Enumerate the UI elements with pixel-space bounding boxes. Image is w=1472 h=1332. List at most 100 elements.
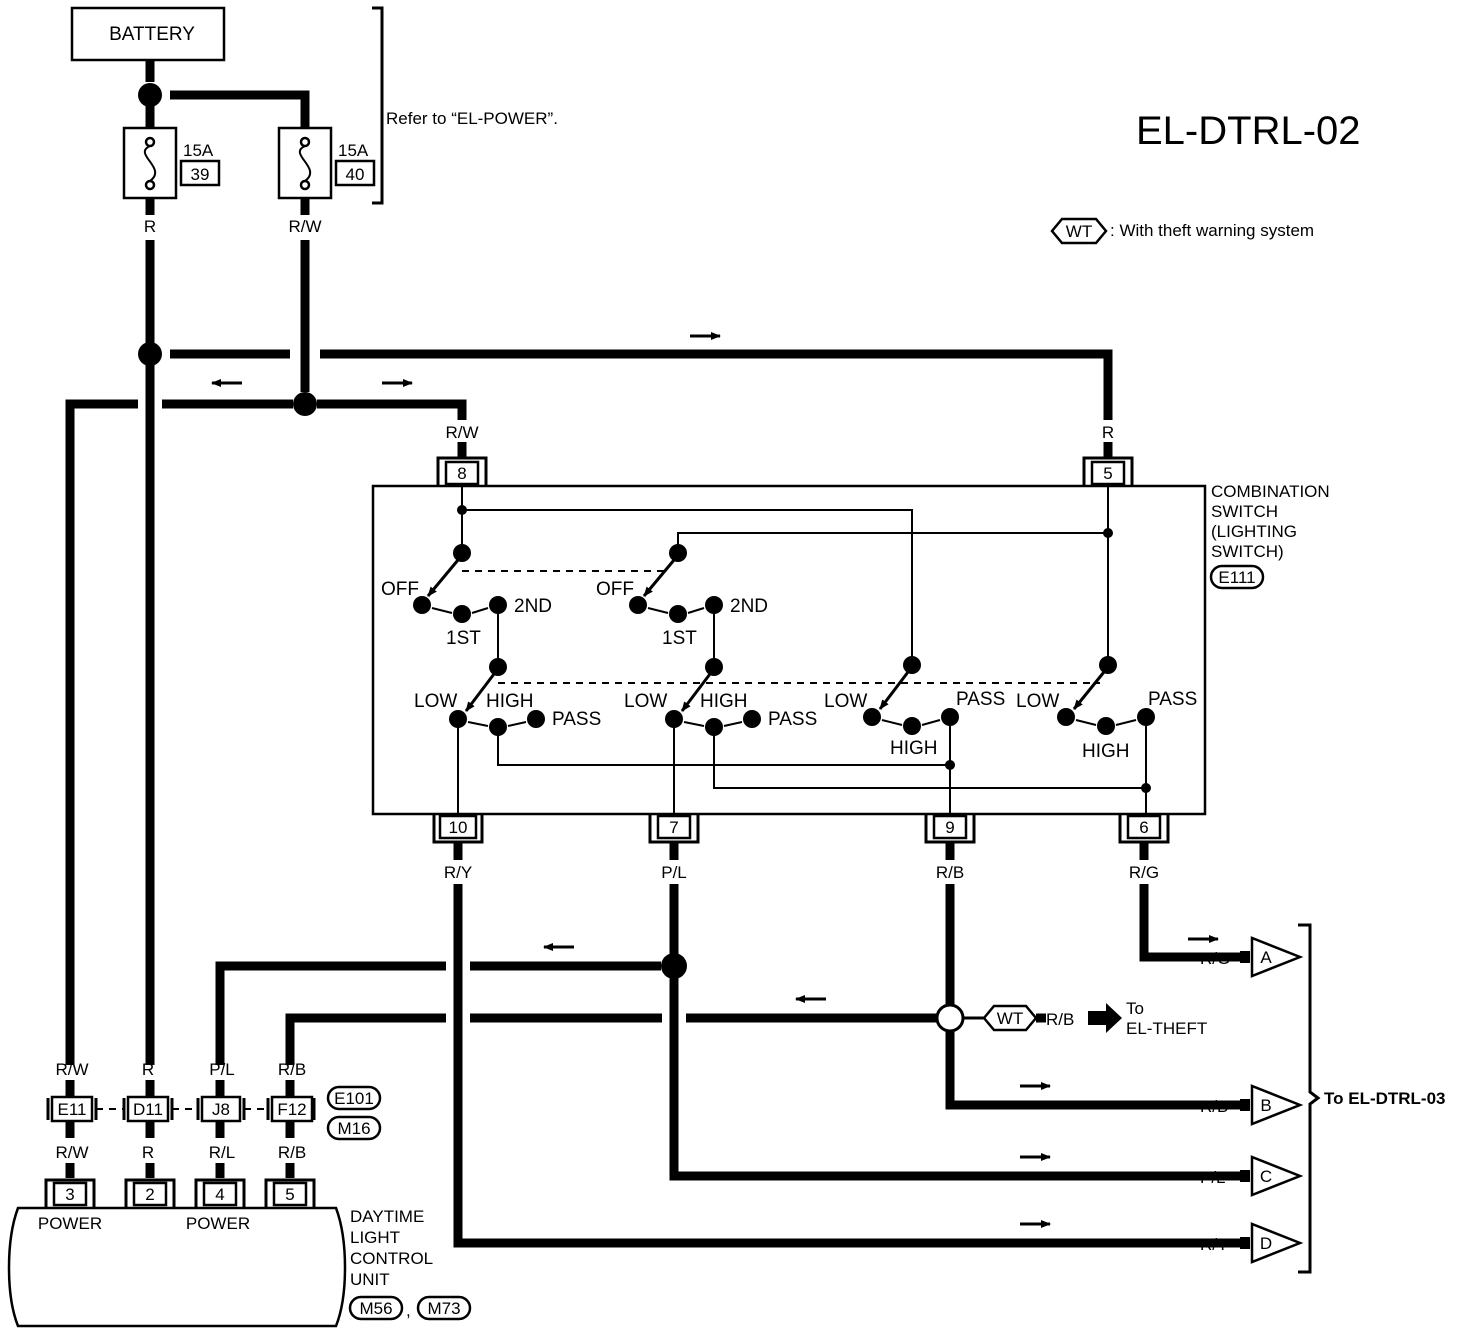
- bus-5-junction: [1103, 528, 1113, 538]
- joint-wire-above-2: R: [142, 1060, 154, 1079]
- fuse-39-terminal-bottom: [144, 179, 156, 191]
- dim1-contact-link: [467, 721, 527, 727]
- sw1-contact-link: [431, 607, 489, 614]
- joint-e11: E11: [58, 1100, 87, 1119]
- sw2-1st-label: 1ST: [662, 628, 697, 649]
- joint-f12: F12: [277, 1100, 306, 1119]
- joint-connectors: R/W R P/L R/B E11 D11 J8 F12 E101 M16 R/…: [46, 1060, 382, 1178]
- joint-wire-below-2: R: [142, 1143, 154, 1162]
- unit-terminal-2: 2: [145, 1185, 154, 1204]
- unit-terminal-5-shroud: [264, 1178, 316, 1208]
- output-b-plug: [1240, 1099, 1250, 1111]
- theft-branch: WT R/B To EL-THEFT: [963, 999, 1207, 1038]
- switch-name-line-4: SWITCH): [1211, 542, 1284, 561]
- joint-wire-above-4: R/B: [278, 1060, 306, 1079]
- wire-rb-to-b: [945, 1031, 1240, 1110]
- unit-name-line-1: DAYTIME: [350, 1207, 424, 1226]
- unit-terminal-4-shroud: [194, 1178, 246, 1208]
- joint-f12-box: [270, 1095, 314, 1123]
- terminal-8-number: 8: [457, 464, 466, 483]
- fuse-39-number-box: [179, 159, 221, 187]
- output-d-letter: D: [1260, 1234, 1272, 1253]
- theft-wire-label: R/B: [1046, 1010, 1074, 1029]
- fuse-39-number: 39: [191, 165, 210, 184]
- dim4-contact-link: [1075, 719, 1137, 726]
- battery-label: BATTERY: [109, 24, 195, 45]
- bus-5-to-sw2: [677, 532, 1108, 548]
- joint-badge-e101: E101: [334, 1089, 374, 1108]
- joint-wire-below-3: R/L: [209, 1143, 235, 1162]
- fuse-40-number: 40: [346, 165, 365, 184]
- terminal-6-number: 6: [1139, 818, 1148, 837]
- dim1-low-label: LOW: [414, 691, 457, 712]
- dim2-low-label: LOW: [624, 691, 667, 712]
- dim2-pass-label: PASS: [768, 709, 817, 730]
- switch-connector-badge: E111: [1218, 568, 1255, 587]
- sw2-common: [669, 544, 687, 562]
- unit-terminal-3: 3: [65, 1185, 74, 1204]
- dim3-junction: [945, 760, 955, 770]
- sw1-off-contact: [413, 596, 431, 614]
- dim4-high-label: HIGH: [1082, 741, 1130, 762]
- joint-e11-box: [50, 1095, 94, 1123]
- unit-badge-m73-shape: [416, 1295, 472, 1321]
- joint-d11-box: [126, 1095, 170, 1123]
- wire-pl-to-c: [669, 884, 1240, 1181]
- joint-wire-below-1: R/W: [55, 1143, 88, 1162]
- dim3-low-contact: [863, 708, 881, 726]
- sw2-contact-link: [647, 607, 705, 614]
- power-reference: Refer to “EL-POWER”.: [386, 109, 558, 128]
- fuse-40-wire-label: R/W: [288, 217, 321, 236]
- legend-badge: WT: [1066, 222, 1092, 241]
- output-c-triangle: [1250, 1155, 1304, 1197]
- joint-j8: J8: [212, 1100, 230, 1119]
- legend-badge-shape: [1050, 217, 1108, 245]
- unit-badge-m56: M56: [359, 1299, 392, 1318]
- power-bracket: [372, 6, 384, 205]
- output-a-wire: R/G: [1200, 949, 1230, 968]
- daytime-light-control-unit: 3 2 4 5 POWER POWER DAYTIME LIGHT CONTRO…: [7, 1178, 472, 1328]
- unit-terminal-2-shroud: [124, 1178, 176, 1208]
- output-c-wire: P/L: [1200, 1168, 1226, 1187]
- unit-terminal-5: 5: [285, 1185, 294, 1204]
- output-a-letter: A: [1260, 948, 1272, 967]
- theft-badge: WT: [997, 1009, 1023, 1028]
- dim4-pass-label: PASS: [1148, 689, 1197, 710]
- splice-pl: [661, 953, 687, 979]
- switch-terminal-5-wire: R: [1102, 423, 1114, 442]
- fuse-39-element: [143, 145, 157, 182]
- terminal-7-number: 7: [669, 818, 678, 837]
- terminal-5-shroud: [1082, 456, 1134, 486]
- terminal-10-box: [438, 814, 478, 840]
- switch-name-line-3: (LIGHTING: [1211, 522, 1297, 541]
- sw2-lever: [642, 559, 676, 597]
- dim2-common: [705, 658, 723, 676]
- dim3-common: [903, 656, 921, 674]
- unit-badge-m56-shape: [348, 1295, 404, 1321]
- battery-box: [70, 6, 226, 62]
- wire-battery-fuse40: [170, 90, 310, 128]
- dim4-common: [1099, 656, 1117, 674]
- output-b: R/B B: [1200, 1084, 1304, 1126]
- dim1-common: [489, 658, 507, 676]
- dim3-contact-link: [881, 719, 941, 726]
- dim2-high-bus: [713, 727, 1146, 789]
- joint-badge-m16-shape: [326, 1115, 382, 1141]
- terminal-8-shroud: [436, 456, 488, 486]
- theft-to-line-1: To: [1126, 999, 1144, 1018]
- sw2-1st-contact: [669, 605, 687, 623]
- sw1-off-label: OFF: [381, 579, 419, 600]
- wire-rb-to-unit-c: [285, 1013, 446, 1065]
- sw1-common: [453, 544, 471, 562]
- output-c: P/L C: [1200, 1155, 1304, 1197]
- legend-text: : With theft warning system: [1110, 221, 1314, 240]
- unit-terminal-4: 4: [215, 1185, 224, 1204]
- dim2-lever: [680, 673, 712, 712]
- terminal-9-wire: R/B: [936, 863, 964, 882]
- legend: WT : With theft warning system: [1050, 217, 1314, 245]
- theft-arrow: [1088, 1003, 1122, 1033]
- dim1-high-bus: [497, 727, 950, 766]
- fuse-40-terminal-bottom: [299, 179, 311, 191]
- unit-name-line-3: CONTROL: [350, 1249, 433, 1268]
